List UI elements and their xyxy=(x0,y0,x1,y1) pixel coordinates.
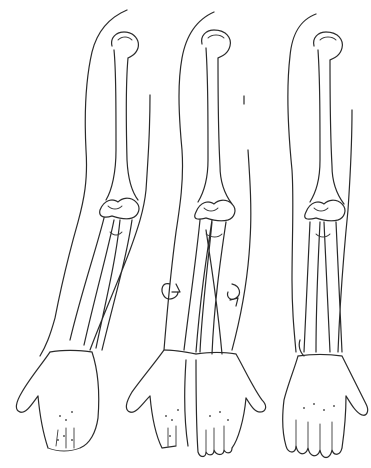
middle-hand-b xyxy=(185,353,266,457)
right-arm-outline-outer xyxy=(288,14,316,352)
right-forearm-bones xyxy=(299,222,342,356)
middle-arm xyxy=(126,12,265,457)
right-arm xyxy=(283,14,368,458)
right-hand xyxy=(283,355,368,458)
middle-arm-outline-inner xyxy=(232,96,251,350)
middle-forearm-bones xyxy=(184,220,226,354)
left-arm xyxy=(16,10,150,451)
right-humerus xyxy=(305,32,345,221)
left-humerus xyxy=(100,32,139,219)
middle-humerus xyxy=(195,30,235,221)
left-forearm-bones xyxy=(70,218,132,350)
left-hand xyxy=(16,351,98,452)
